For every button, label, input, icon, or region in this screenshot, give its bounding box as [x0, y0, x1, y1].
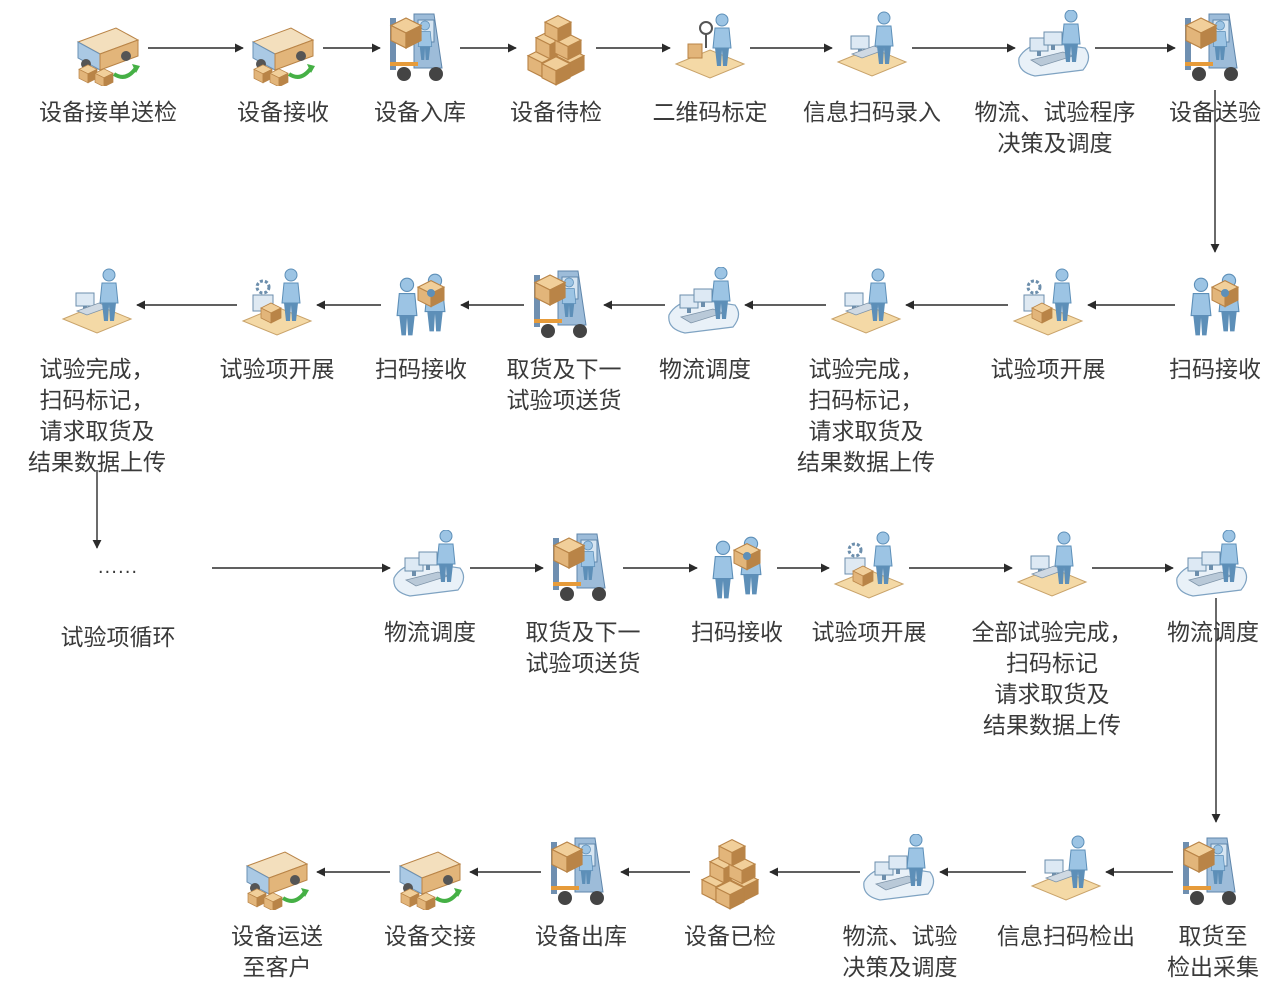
step-label: 试验项开展: [219, 357, 335, 383]
scan-station-icon: [674, 13, 746, 79]
step-label: 信息扫码录入: [803, 100, 941, 126]
delivery-truck-icon: [245, 851, 309, 910]
forklift-icon: [533, 270, 587, 338]
step-label: 物流、试验程序 决策及调度: [974, 100, 1136, 157]
handover-people-icon: [396, 273, 446, 336]
step-label: 设备送验: [1169, 100, 1261, 126]
step-label: 试验项开展: [811, 620, 927, 646]
computer-workstation-icon: [1016, 531, 1088, 597]
step-label: 设备运送 至客户: [231, 924, 323, 981]
step-label: 设备待检: [510, 100, 602, 126]
test-bench-icon: [833, 531, 905, 599]
forklift-icon: [1182, 837, 1236, 905]
step-label: 试验完成， 扫码标记， 请求取货及 结果数据上传: [28, 357, 166, 476]
control-desk-icon: [393, 530, 465, 597]
handover-people-icon: [1190, 273, 1240, 336]
step-label: 扫码接收: [1169, 357, 1261, 383]
boxes-icon: [700, 839, 760, 910]
step-label: 设备接收: [237, 100, 329, 126]
step-label: 扫码接收: [691, 620, 783, 646]
delivery-truck-icon: [251, 27, 315, 86]
step-label: 取货及下一 试验项送货: [525, 620, 641, 677]
step-label: 扫码接收: [375, 357, 467, 383]
delivery-truck-icon: [76, 27, 140, 86]
forklift-icon: [1184, 13, 1238, 81]
step-label: 设备入库: [374, 100, 466, 126]
forklift-icon: [552, 533, 606, 601]
computer-workstation-icon: [836, 11, 908, 77]
test-bench-icon: [241, 268, 313, 336]
control-desk-icon: [1176, 530, 1248, 597]
step-label: 信息扫码检出: [997, 924, 1135, 950]
step-label: 试验项循环: [60, 625, 176, 651]
step-label: 物流调度: [659, 357, 751, 383]
control-desk-icon: [668, 267, 740, 334]
step-label: 全部试验完成， 扫码标记 请求取货及 结果数据上传: [971, 620, 1133, 739]
step-label: 取货及下一 试验项送货: [506, 357, 622, 414]
computer-workstation-icon: [1030, 835, 1102, 901]
computer-workstation-icon: [61, 268, 133, 334]
step-label: 取货至 检出采集: [1167, 924, 1259, 981]
forklift-icon: [550, 837, 604, 905]
computer-workstation-icon: [830, 268, 902, 334]
step-label: 设备已检: [684, 924, 776, 950]
step-label: 设备接单送检: [39, 100, 177, 126]
step-label: 物流调度: [1167, 620, 1259, 646]
step-label: 试验项开展: [990, 357, 1106, 383]
step-label: 物流、试验 决策及调度: [842, 924, 958, 981]
control-desk-icon: [863, 834, 935, 901]
ellipsis-dots: ......: [97, 557, 139, 578]
delivery-truck-icon: [398, 851, 462, 910]
step-label: 设备交接: [384, 924, 476, 950]
forklift-icon: [389, 13, 443, 81]
step-label: 设备出库: [535, 924, 627, 950]
boxes-icon: [526, 15, 586, 86]
test-bench-icon: [1012, 268, 1084, 336]
handover-people-icon: [712, 536, 762, 599]
step-label: 二维码标定: [652, 100, 768, 126]
control-desk-icon: [1018, 10, 1090, 77]
step-label: 试验完成， 扫码标记， 请求取货及 结果数据上传: [797, 357, 935, 476]
step-label: 物流调度: [384, 620, 476, 646]
